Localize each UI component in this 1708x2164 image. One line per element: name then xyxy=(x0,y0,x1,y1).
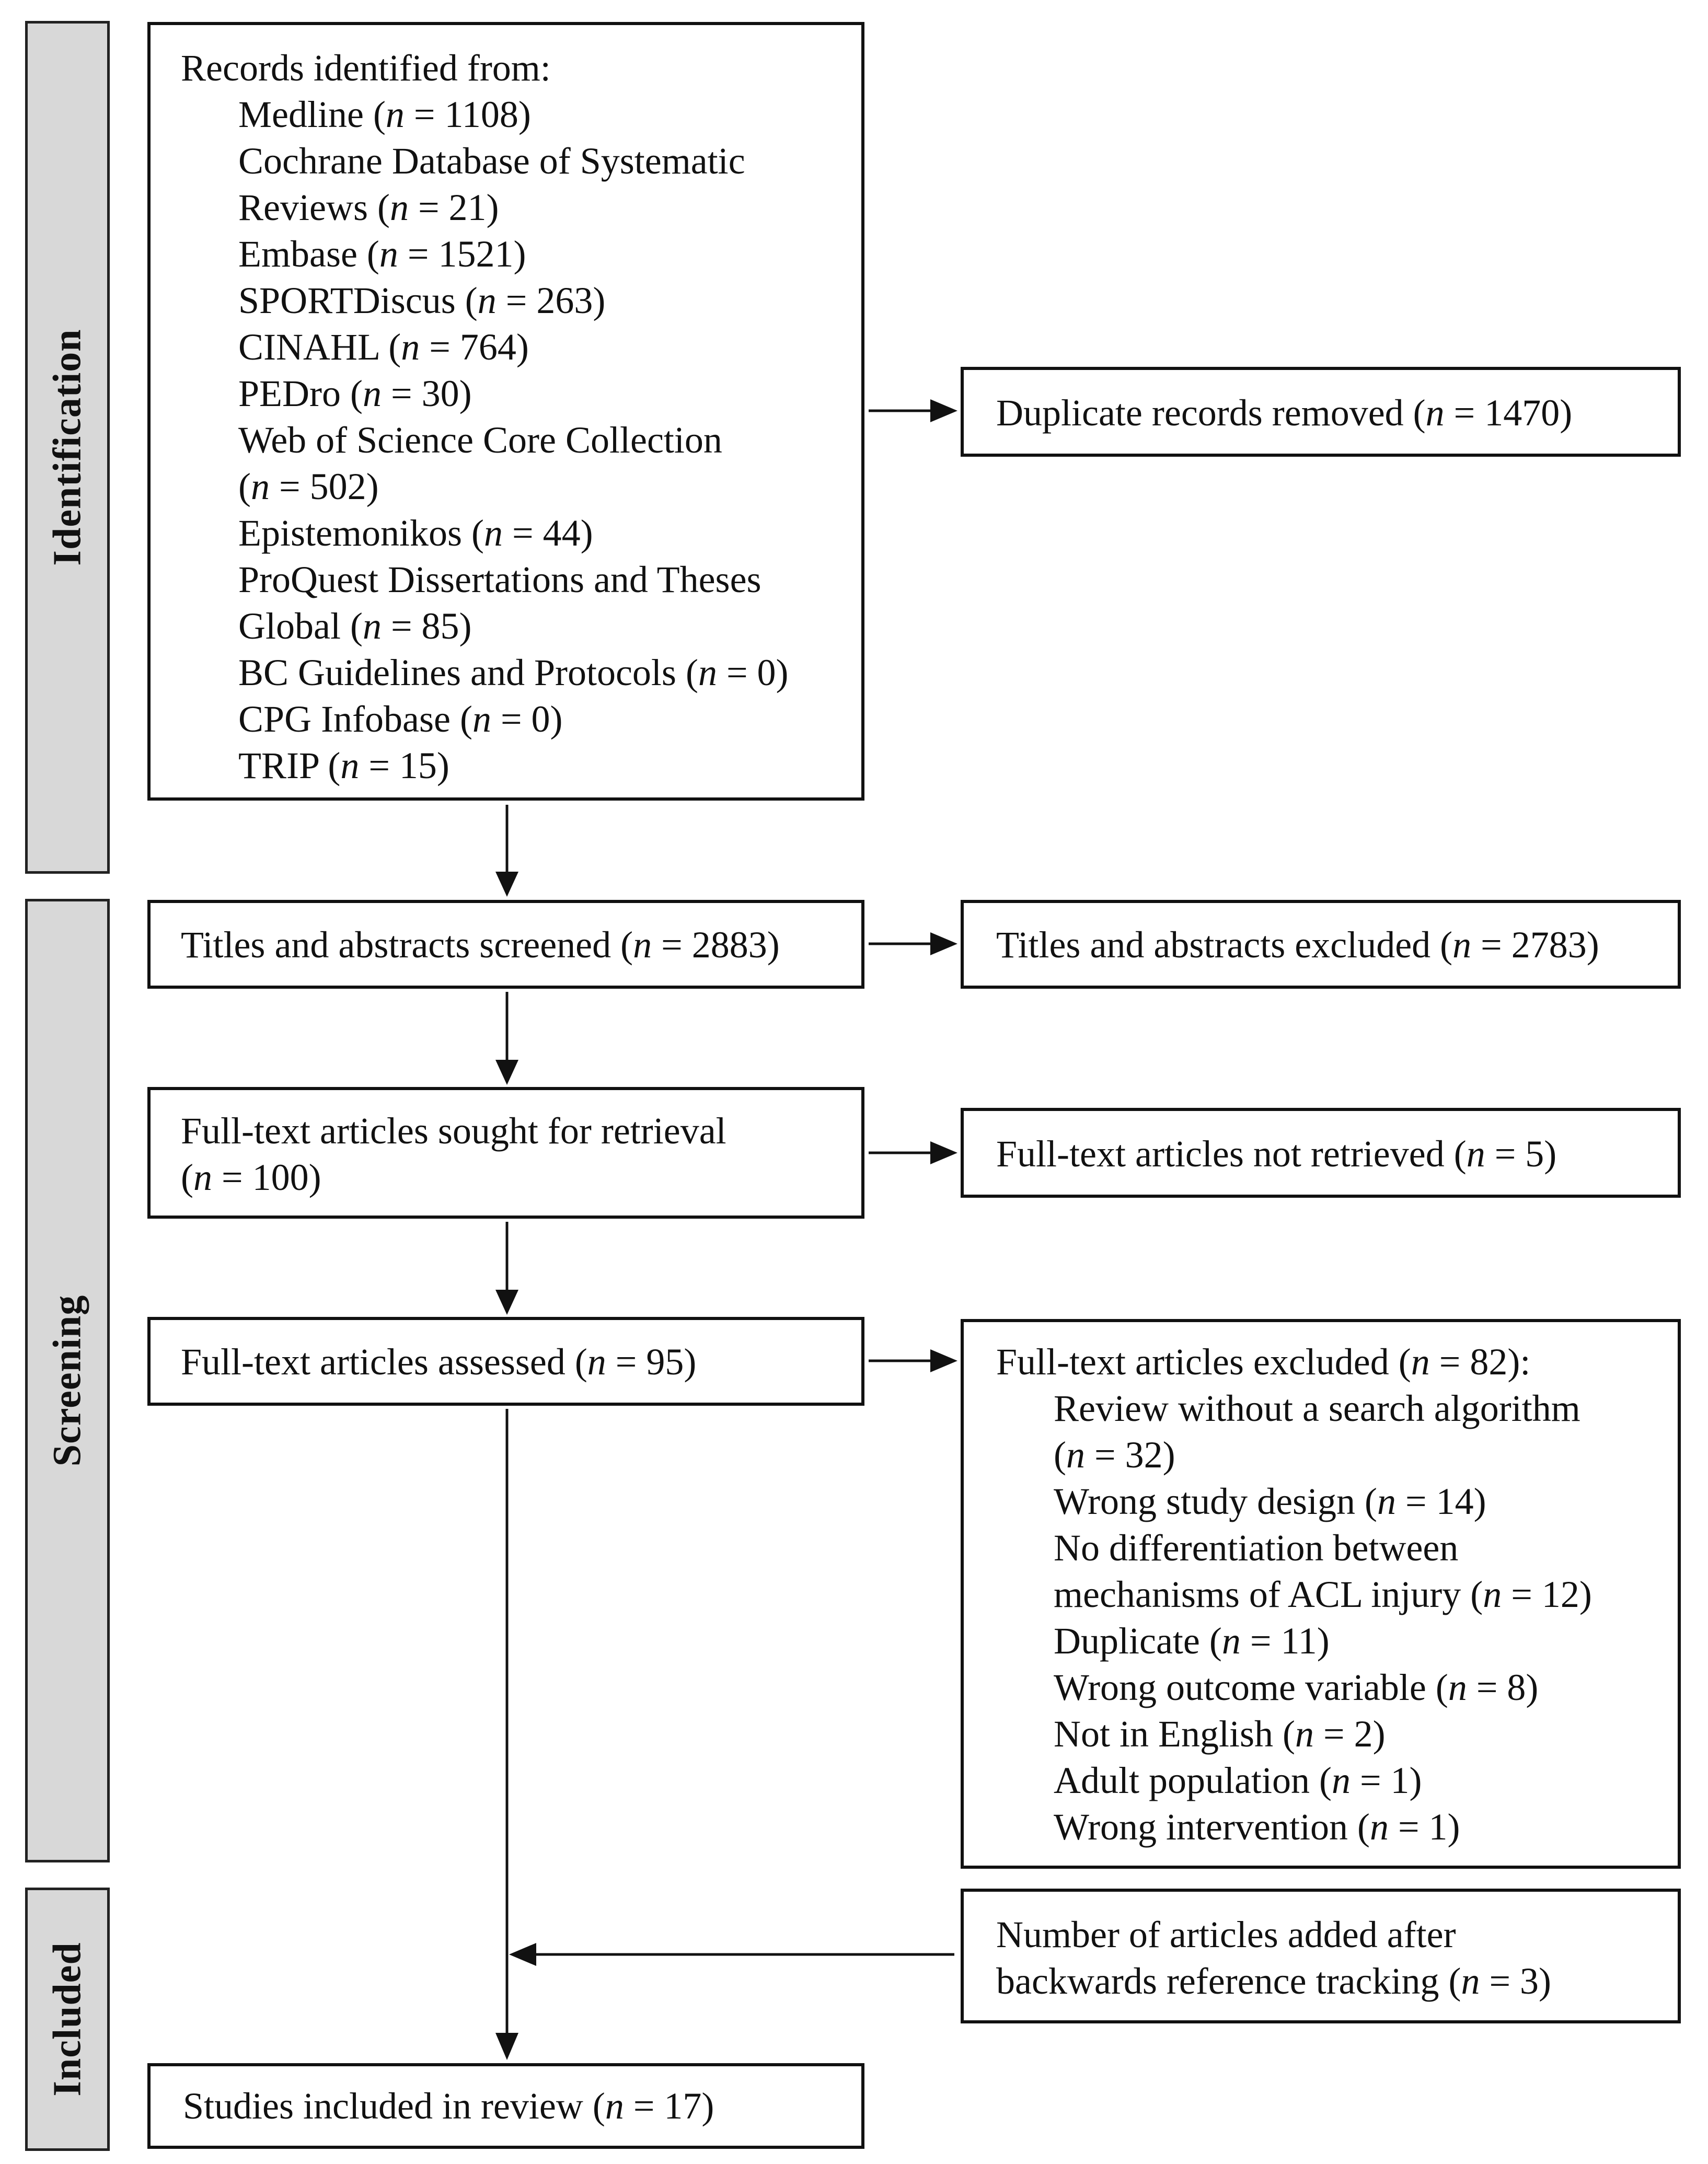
record-source-line: Epistemonikos (n = 44) xyxy=(238,512,593,554)
phase-bar-identification: Identification xyxy=(25,21,110,874)
articles-added-box: Number of articles added after backwards… xyxy=(961,1889,1681,2023)
arrowhead-assessed-to-included xyxy=(495,2033,518,2060)
exclusion-reason-line: mechanisms of ACL injury (n = 12) xyxy=(1054,1573,1592,1615)
exclusion-reason-line: Duplicate (n = 11) xyxy=(1054,1620,1330,1662)
phase-bar-included: Included xyxy=(25,1888,110,2151)
assessed-box: Full-text articles assessed (n = 95) xyxy=(147,1317,864,1406)
arrowhead-records-to-screened xyxy=(495,872,518,897)
exclusion-reason-line: No differentiation between xyxy=(1054,1527,1459,1569)
exclusion-reason-line: Adult population (n = 1) xyxy=(1054,1760,1422,1801)
assessed-text: Full-text articles assessed (n = 95) xyxy=(181,1341,697,1383)
sought-line-1: Full-text articles sought for retrieval xyxy=(181,1110,726,1152)
exclusion-reason-line: Wrong outcome variable (n = 8) xyxy=(1054,1667,1539,1708)
arrowhead-added-to-main xyxy=(509,1943,536,1966)
exclusion-reason-line: (n = 32) xyxy=(1054,1434,1175,1476)
record-source-line: Medline (n = 1108) xyxy=(238,94,531,135)
sought-line-2: (n = 100) xyxy=(181,1156,321,1198)
not-retrieved-text: Full-text articles not retrieved (n = 5) xyxy=(996,1133,1557,1175)
exclusion-reason-line: Wrong study design (n = 14) xyxy=(1054,1480,1486,1522)
record-source-line: Embase (n = 1521) xyxy=(238,233,526,275)
arrowhead-assessed-to-fulltext-excluded xyxy=(930,1349,957,1372)
studies-included-text: Studies included in review (n = 17) xyxy=(183,2085,714,2127)
articles-added-line-1: Number of articles added after xyxy=(996,1914,1456,1955)
fulltext-excluded-heading: Full-text articles excluded (n = 82): xyxy=(996,1341,1531,1383)
arrowhead-sought-to-not-retrieved xyxy=(930,1141,957,1164)
record-source-line: CPG Infobase (n = 0) xyxy=(238,698,563,740)
sought-retrieval-box: Full-text articles sought for retrieval … xyxy=(147,1087,864,1219)
duplicates-removed-box: Duplicate records removed (n = 1470) xyxy=(961,367,1681,457)
exclusion-reason-line: Review without a search algorithm xyxy=(1054,1387,1580,1429)
duplicates-removed-text: Duplicate records removed (n = 1470) xyxy=(996,392,1573,434)
titles-screened-text: Titles and abstracts screened (n = 2883) xyxy=(181,924,780,966)
records-identified-box: Records identified from: Medline (n = 11… xyxy=(147,22,864,801)
record-source-line: Global (n = 85) xyxy=(238,605,472,647)
records-heading: Records identified from: xyxy=(181,47,551,89)
articles-added-line-2: backwards reference tracking (n = 3) xyxy=(996,1960,1552,2002)
titles-screened-box: Titles and abstracts screened (n = 2883) xyxy=(147,900,864,989)
fulltext-excluded-box: Full-text articles excluded (n = 82): Re… xyxy=(961,1319,1681,1869)
record-source-line: TRIP (n = 15) xyxy=(238,745,449,786)
record-source-line: BC Guidelines and Protocols (n = 0) xyxy=(238,652,789,693)
titles-excluded-box: Titles and abstracts excluded (n = 2783) xyxy=(961,900,1681,989)
not-retrieved-box: Full-text articles not retrieved (n = 5) xyxy=(961,1108,1681,1198)
arrowhead-screened-to-sought xyxy=(495,1060,518,1085)
record-source-line: Reviews (n = 21) xyxy=(238,187,499,228)
record-source-line: SPORTDiscus (n = 263) xyxy=(238,280,606,321)
record-source-line: ProQuest Dissertations and Theses xyxy=(238,559,761,600)
record-source-line: Cochrane Database of Systematic xyxy=(238,140,745,182)
record-source-line: Web of Science Core Collection xyxy=(238,419,722,461)
phase-bar-screening: Screening xyxy=(25,899,110,1862)
records-source-list: Medline (n = 1108) Cochrane Database of S… xyxy=(181,91,861,789)
arrowhead-records-to-duplicates xyxy=(930,399,957,422)
record-source-line: (n = 502) xyxy=(238,466,379,507)
studies-included-box: Studies included in review (n = 17) xyxy=(147,2063,864,2149)
titles-excluded-text: Titles and abstracts excluded (n = 2783) xyxy=(996,924,1599,966)
arrowhead-sought-to-assessed xyxy=(495,1290,518,1315)
record-source-line: CINAHL (n = 764) xyxy=(238,326,529,368)
exclusion-reason-list: Review without a search algorithm (n = 32… xyxy=(996,1385,1678,1850)
record-source-line: PEDro (n = 30) xyxy=(238,373,472,414)
exclusion-reason-line: Wrong intervention (n = 1) xyxy=(1054,1806,1460,1848)
arrowhead-screened-to-excluded xyxy=(930,932,957,955)
exclusion-reason-line: Not in English (n = 2) xyxy=(1054,1713,1386,1755)
